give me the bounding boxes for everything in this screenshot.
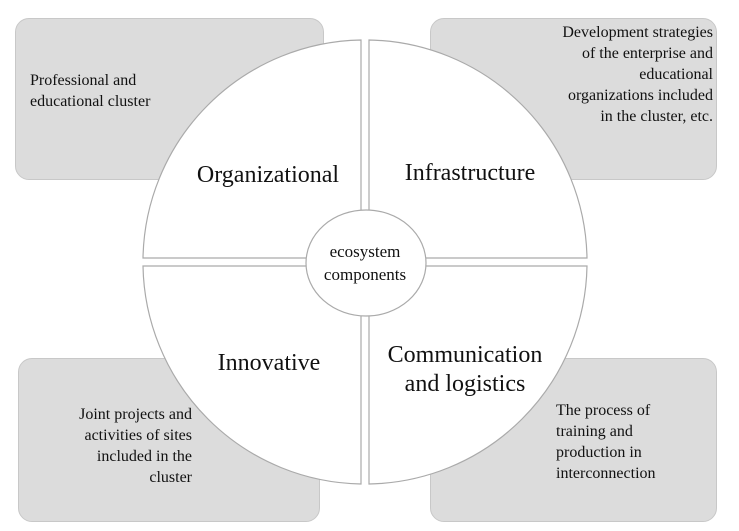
note-line: Development strategies xyxy=(562,24,713,41)
label-logistics: and logistics xyxy=(405,371,526,397)
note-line: in the cluster, etc. xyxy=(600,108,713,125)
center-ellipse xyxy=(305,209,427,317)
note-line: Professional and xyxy=(30,72,137,89)
note-line: educational cluster xyxy=(30,93,151,110)
note-line: training and xyxy=(556,423,633,440)
quadrant-communication xyxy=(368,265,588,485)
label-communication: Communication xyxy=(388,342,543,368)
center-label-line1: ecosystem xyxy=(330,242,401,261)
center-label-line2: components xyxy=(324,265,406,284)
note-line: educational xyxy=(639,66,713,83)
label-infrastructure: Infrastructure xyxy=(405,160,536,186)
note-bottom-right: The process of training and production i… xyxy=(556,400,656,484)
note-line: organizations included xyxy=(568,87,713,104)
note-top-left: Professional and educational cluster xyxy=(30,70,150,112)
note-bottom-left: Joint projects and activities of sites i… xyxy=(79,404,192,488)
quadrant-infrastructure xyxy=(368,39,588,259)
quadrant-innovative xyxy=(142,265,362,485)
quadrant-organizational xyxy=(142,39,362,259)
note-line: of the enterprise and xyxy=(581,45,713,62)
note-line: cluster xyxy=(149,469,192,486)
note-line: interconnection xyxy=(556,465,656,482)
note-line: The process of xyxy=(556,402,651,419)
label-organizational: Organizational xyxy=(197,162,340,188)
note-line: activities of sites xyxy=(84,427,192,444)
note-line: production in xyxy=(556,444,642,461)
note-top-right: Development strategies of the enterprise… xyxy=(562,22,713,127)
note-line: included in the xyxy=(96,448,192,465)
note-line: Joint projects and xyxy=(79,406,192,423)
label-innovative: Innovative xyxy=(218,350,321,376)
